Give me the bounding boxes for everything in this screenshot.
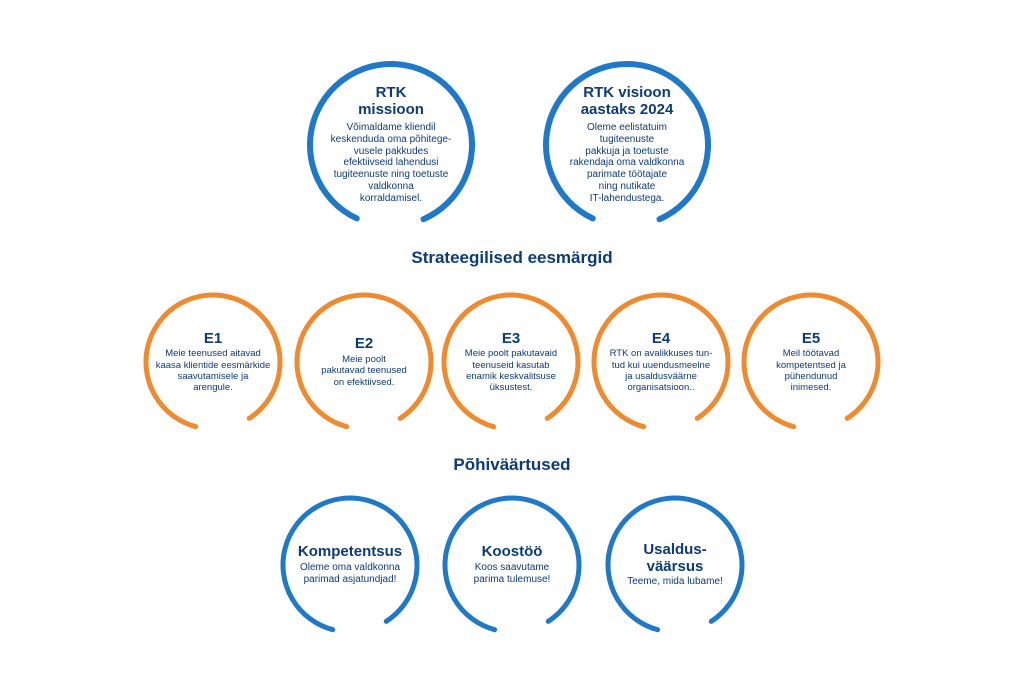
mission-circle: RTK missioon Võimaldame kliendil keskend… (306, 60, 476, 230)
value-koostoo-circle: Koostöö Koos saavutame parima tulemuse! (442, 495, 582, 635)
goal-e3-title: E3 (501, 329, 521, 347)
mission-ring (307, 61, 475, 229)
value-kompetentsus-ring (280, 495, 420, 635)
value-koostoo-ring (442, 495, 582, 635)
goal-e1-ring (143, 292, 283, 432)
value-usaldusvaarsus-title: Usaldus- väärsus (643, 540, 707, 575)
goal-e2-text: Meie poolt pakutavad teenused on efektii… (321, 354, 407, 388)
goal-e3-text: Meie poolt pakutavaid teenuseid kasutab … (464, 348, 558, 394)
goal-e4-ring (591, 292, 731, 432)
vision-title: RTK visioon aastaks 2024 (580, 84, 674, 119)
value-usaldusvaarsus-text: Teeme, mida lubame! (627, 576, 723, 588)
goal-e1-text: Meie teenused aitavad kaasa klientide ee… (155, 348, 271, 394)
goal-e5-text: Meil töötavad kompetentsed ja pühendunud… (776, 348, 846, 394)
goal-e5-circle: E5 Meil töötavad kompetentsed ja pühendu… (741, 292, 881, 432)
value-koostoo-title: Koostöö (481, 543, 543, 561)
goal-e3-ring (441, 292, 581, 432)
value-kompetentsus-title: Kompetentsus (297, 543, 403, 561)
vision-circle: RTK visioon aastaks 2024 Oleme eelistatu… (542, 60, 712, 230)
vision-text: Oleme eelistatuim tugiteenuste pakkuja j… (569, 122, 685, 204)
goal-e5-title: E5 (801, 329, 821, 347)
mission-text: Võimaldame kliendil keskenduda oma põhit… (330, 122, 452, 204)
value-usaldusvaarsus-circle: Usaldus- väärsus Teeme, mida lubame! (605, 495, 745, 635)
mission-title: RTK missioon (358, 84, 424, 119)
goal-e2-circle: E2 Meie poolt pakutavad teenused on efek… (294, 292, 434, 432)
vision-ring (543, 61, 711, 229)
value-usaldusvaarsus-ring (605, 495, 745, 635)
value-kompetentsus-text: Oleme oma valdkonna parimad asjatundjad! (299, 562, 401, 585)
goal-e1-title: E1 (203, 329, 223, 347)
goal-e3-circle: E3 Meie poolt pakutavaid teenuseid kasut… (441, 292, 581, 432)
goal-e4-title: E4 (651, 329, 671, 347)
goal-e2-ring (294, 292, 434, 432)
goal-e5-ring (741, 292, 881, 432)
values-heading: Põhiväärtused (453, 455, 571, 474)
goal-e4-text: RTK on avalikkuses tun- tud kui uuendusm… (609, 348, 713, 394)
value-kompetentsus-circle: Kompetentsus Oleme oma valdkonna parimad… (280, 495, 420, 635)
goals-heading: Strateegilised eesmärgid (411, 248, 613, 267)
goal-e1-circle: E1 Meie teenused aitavad kaasa klientide… (143, 292, 283, 432)
goal-e2-title: E2 (354, 335, 374, 353)
goal-e4-circle: E4 RTK on avalikkuses tun- tud kui uuend… (591, 292, 731, 432)
value-koostoo-text: Koos saavutame parima tulemuse! (473, 562, 551, 585)
